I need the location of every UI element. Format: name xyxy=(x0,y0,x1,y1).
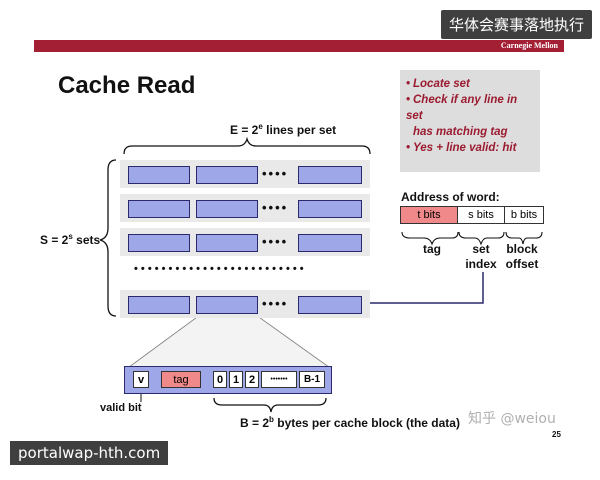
byte-last: B-1 xyxy=(299,371,325,388)
byte-0: 0 xyxy=(213,371,227,388)
set-row-2: •••• xyxy=(120,194,370,222)
set-row-1: •••• xyxy=(120,160,370,188)
set-brace xyxy=(458,231,505,246)
cache-line xyxy=(128,234,190,252)
block-brace xyxy=(213,397,327,413)
s-bits-field: s bits xyxy=(457,206,505,224)
cache-line xyxy=(298,234,362,252)
ellipsis: •••• xyxy=(262,234,289,249)
ellipsis: •••• xyxy=(262,200,289,215)
cache-line xyxy=(128,200,190,218)
bytes-ellipsis: ••••••• xyxy=(261,371,297,388)
watermark-bottom: portalwap-hth.com xyxy=(10,441,169,465)
watermark-top: 华体会赛事落地执行 xyxy=(440,10,592,39)
e-label: E = 2e lines per set xyxy=(230,122,337,137)
set-row-last: •••• xyxy=(120,290,370,318)
cache-line xyxy=(128,296,190,314)
byte-1: 1 xyxy=(229,371,243,388)
set-index-pointer xyxy=(370,272,484,304)
t-bits-field: t bits xyxy=(400,206,458,224)
block-size-label: B = 2b bytes per cache block (the data) xyxy=(240,415,460,430)
tag-label: tag xyxy=(423,242,441,256)
set-row-3: •••• xyxy=(120,228,370,256)
note-4: •Yes + line valid: hit xyxy=(406,142,517,154)
s-label: S = 2s sets xyxy=(40,232,101,247)
cache-line xyxy=(196,200,258,218)
cache-line-detail: v tag 0 1 2 ••••••• B-1 xyxy=(124,366,332,394)
zoom-fill xyxy=(128,318,330,368)
byte-2: 2 xyxy=(245,371,259,388)
watermark-zhihu: 知乎 @weiou xyxy=(468,411,556,427)
cache-line xyxy=(196,166,258,184)
ellipsis: •••• xyxy=(262,166,289,181)
e-brace xyxy=(123,136,371,155)
valid-bit-field: v xyxy=(133,371,149,388)
set-index-label-1: set xyxy=(472,242,490,256)
cache-line xyxy=(298,166,362,184)
cache-line xyxy=(298,200,362,218)
sets-ellipsis: • • • • • • • • • • • • • • • • • • • • … xyxy=(134,263,304,275)
page-number: 25 xyxy=(552,430,561,439)
tag-brace xyxy=(401,231,459,246)
cache-line xyxy=(298,296,362,314)
cache-line xyxy=(128,166,190,184)
cache-line xyxy=(196,234,258,252)
tag-field: tag xyxy=(161,371,201,388)
header-band xyxy=(34,40,564,52)
offset-brace xyxy=(505,231,543,245)
valid-bit-label: valid bit xyxy=(100,402,142,414)
cache-line-selected xyxy=(196,296,258,314)
b-bits-field: b bits xyxy=(504,206,544,224)
org-name: Carnegie Mellon xyxy=(500,41,558,50)
notes-box: •Locate set •Check if any line in set ha… xyxy=(400,70,540,172)
note-2: •Check if any line in set xyxy=(406,94,518,122)
block-offset-label-2: offset xyxy=(505,257,539,271)
note-1: •Locate set xyxy=(406,78,470,90)
s-brace xyxy=(99,159,117,317)
ellipsis: •••• xyxy=(262,296,289,311)
address-title: Address of word: xyxy=(401,190,500,204)
block-offset-label-1: block xyxy=(506,242,538,256)
note-3: has matching tag xyxy=(413,126,508,138)
set-index-label-2: index xyxy=(465,257,497,271)
slide-title: Cache Read xyxy=(58,72,196,99)
